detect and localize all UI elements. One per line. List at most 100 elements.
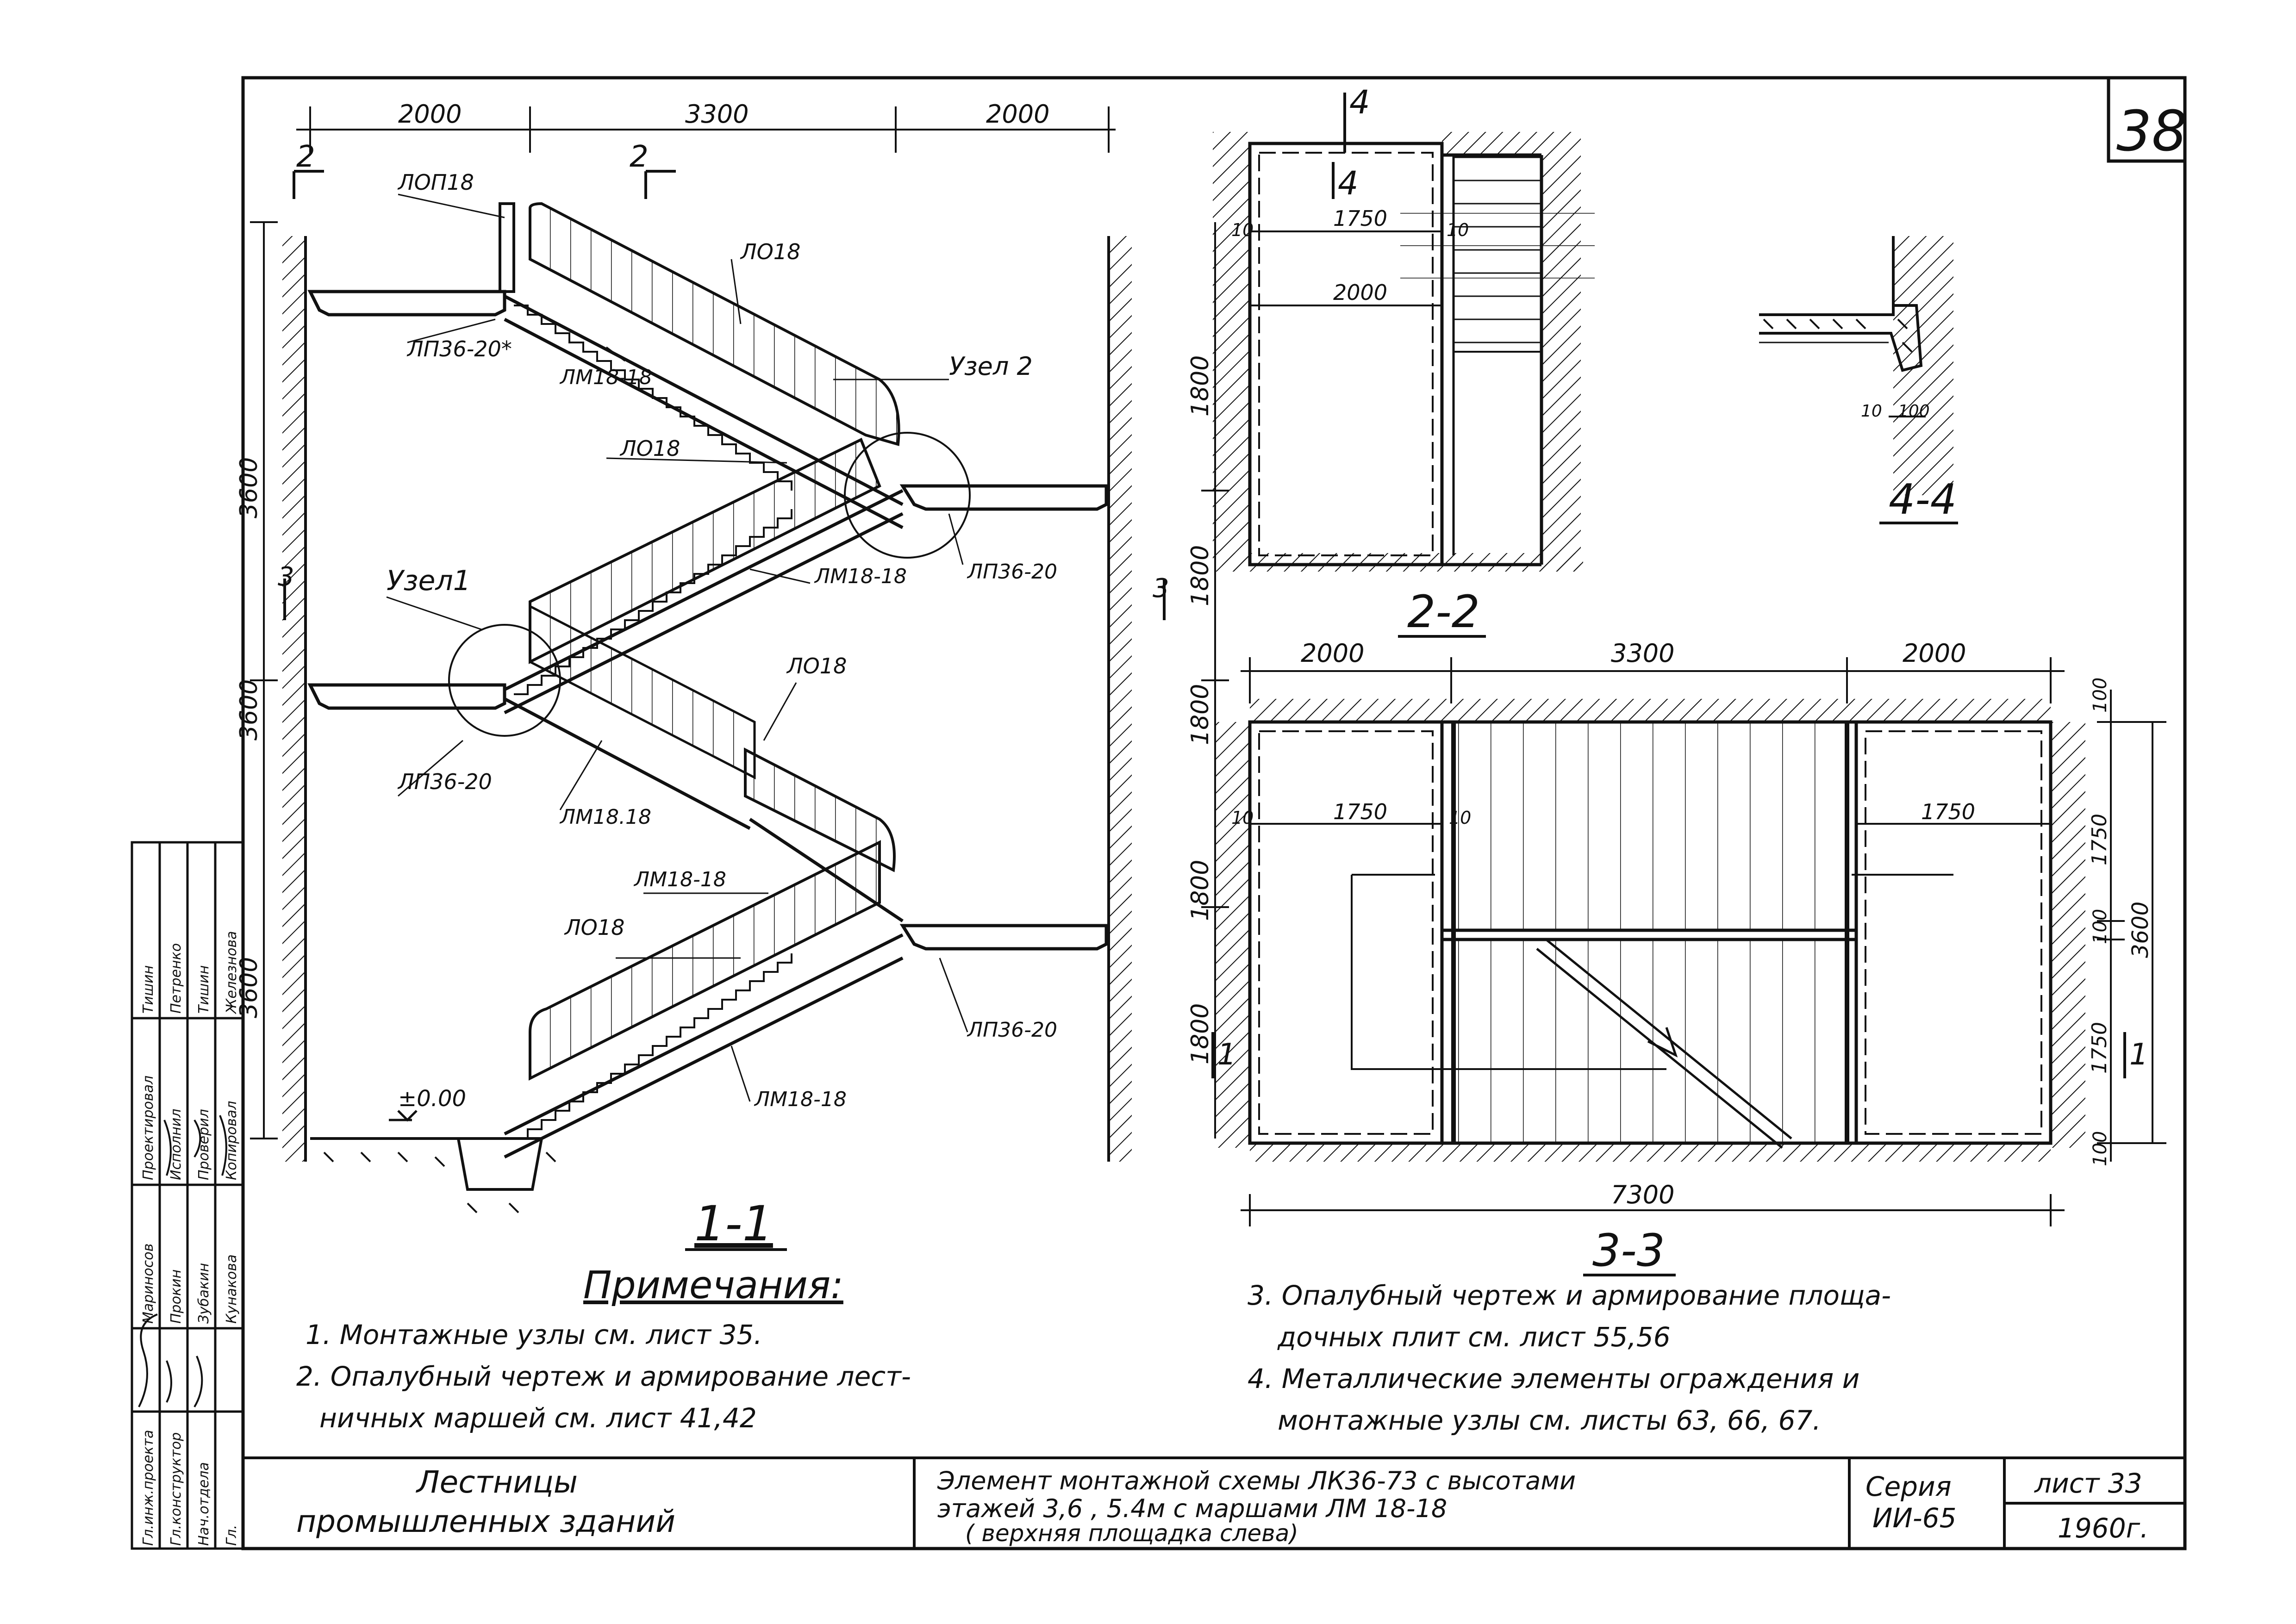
dim-left-1: 3600 [235,457,263,518]
dim-3-3-r-100b: 100 [2090,909,2111,944]
foundation [457,1138,543,1191]
section-4-4-label: 4-4 [1889,475,1957,524]
label-lo18-a: ЛО18 [740,239,800,264]
label-lm-d: ЛМ18-18 [633,868,726,891]
section-1-1: 2000 3300 2000 2 2 3 3 3600 3600 3600 [235,100,1229,1252]
landing-mid-left [307,683,506,710]
dim-3-3-r-100c: 100 [2090,1131,2111,1166]
dim-3-3-r-1750a: 1750 [2088,814,2111,865]
note-1: 1. Монтажные узлы см. лист 35. [306,1319,762,1350]
dim-left-3: 3600 [235,957,263,1018]
section-4-4: 10 100 4-4 [1759,236,1958,524]
title-desc-2: этажей 3,6 , 5.4м с маршами ЛМ 18-18 [937,1494,1447,1523]
sheet-year: 1960г. [2058,1512,2149,1544]
landing-top-left [307,290,506,317]
flight-lower-a [504,697,751,830]
node-1-circle [448,624,561,737]
title-subject-2: промышленных зданий [296,1504,675,1539]
dim-2-2-10a: 10 [1231,220,1254,240]
right-wall-hatch [1109,236,1132,1162]
label-lo18-d: ЛО18 [564,915,624,940]
dim-top-3: 2000 [986,100,1049,129]
elevation-marker [389,1110,418,1122]
dim-4-4-b: 100 [1898,402,1930,421]
railing-lower-top [744,747,896,872]
note-4a: 4. Металлические элементы ограждения и [1248,1363,1860,1394]
title-desc-1: Элемент монтажной схемы ЛК36-73 с высота… [937,1466,1576,1495]
section-2-2-label: 2-2 [1407,586,1480,638]
steps-upper [514,305,792,491]
dim-right-3: 1800 [1186,684,1214,745]
dim-3-3-r-100a: 100 [2090,678,2111,713]
dim-top-1: 2000 [398,100,462,129]
dim-3-3-total: 3600 [2128,902,2153,958]
cut-1-left: 1 [1217,1038,1236,1072]
label-node-2: Узел 2 [949,352,1033,381]
section-3-3-label: 3-3 [1592,1225,1665,1276]
cut-4-inner: 4 [1338,164,1359,202]
dim-3-3-top-3: 2000 [1903,639,1966,668]
stamp-name-1: Мариносов [140,1244,156,1324]
dim-right-2: 1800 [1186,545,1214,606]
landing-low-right [899,924,1108,951]
cut-4-top: 4 [1349,83,1370,121]
stamp-role-2: Гл.конструктор [168,1432,184,1546]
dim-right-4: 1800 [1186,860,1214,921]
stamp-name2-4: Железнова [224,931,240,1014]
dim-2-2-2000: 2000 [1333,280,1387,305]
walk-line [1351,874,1953,1070]
steps-lower [514,953,792,1139]
dim-right-5: 1800 [1186,1003,1214,1064]
dim-top-2: 3300 [685,100,749,129]
label-lop18: ЛОП18 [397,170,474,195]
node-2-circle [844,432,971,559]
cut-2-right: 2 [630,140,649,174]
stamp-role-1: Гл.инж.проекта [140,1430,156,1546]
stamp-name-4: Кунакова [224,1254,240,1324]
note-3b: дочных плит см. лист 55,56 [1278,1321,1671,1353]
left-wall-hatch [282,236,306,1162]
stamp-role2-1: Проектировал [140,1076,156,1180]
section-3-3: 2000 3300 2000 7300 1750 1750 10 10 [1211,639,2166,1276]
notes-title: Примечания: [583,1263,843,1307]
dim-3-3-bottom: 7300 [1611,1180,1674,1209]
title-desc-3: ( верхняя площадка слева) [965,1520,1298,1547]
section-2-2: 4 4 1750 2000 10 10 2-2 [1213,83,1595,638]
label-lp-mid-l: ЛП36-20 [397,769,492,794]
elevation-label: ±0.00 [398,1086,466,1112]
label-lo18-c: ЛО18 [786,653,847,678]
label-node-1: Узел1 [387,565,471,597]
corner-number: 38 [2116,100,2187,164]
lop18-post [499,202,515,293]
label-lo18-b: ЛО18 [619,436,680,461]
dim-3-3-top-1: 2000 [1301,639,1364,668]
stamp-role2-3: Проверил [196,1109,212,1180]
dim-3-3-1750-l: 1750 [1333,799,1387,824]
title-subject-1: Лестницы [416,1464,578,1500]
landing-mid-right [899,484,1108,511]
title-block [243,1456,2185,1549]
label-lm-a: ЛМ18-18 [559,366,652,389]
cut-3-right: 3 [1153,573,1169,604]
stamp-name-3: Зубакин [196,1263,212,1324]
dim-3-3-1750-r: 1750 [1921,799,1975,824]
note-3a: 3. Опалубный чертеж и армирование площа- [1248,1280,1891,1311]
label-lm-e: ЛМ18-18 [754,1088,847,1111]
dim-4-4-a: 10 [1861,402,1882,421]
stamp-name2-1: Тишин [140,965,156,1014]
stamp-name-2: Прокин [168,1269,184,1324]
stamp-role-4: Гл. [224,1525,240,1546]
railing-upper [529,202,900,446]
stamp-name2-3: Тишин [196,965,212,1014]
dim-3-3-10b: 10 [1449,808,1471,828]
dim-2-2-1750: 1750 [1333,206,1387,231]
note-2a: 2. Опалубный чертеж и армирование лест- [296,1361,911,1392]
dim-2-2-10b: 10 [1447,220,1469,240]
cut-2-left: 2 [296,140,315,174]
section-1-1-label: 1-1 [694,1195,773,1252]
dim-3-3-r-1750b: 1750 [2088,1022,2111,1074]
sheet-number: лист 33 [2034,1468,2142,1499]
signature-stamp [131,841,244,1550]
stamp-role-3: Нач.отдела [196,1462,212,1546]
